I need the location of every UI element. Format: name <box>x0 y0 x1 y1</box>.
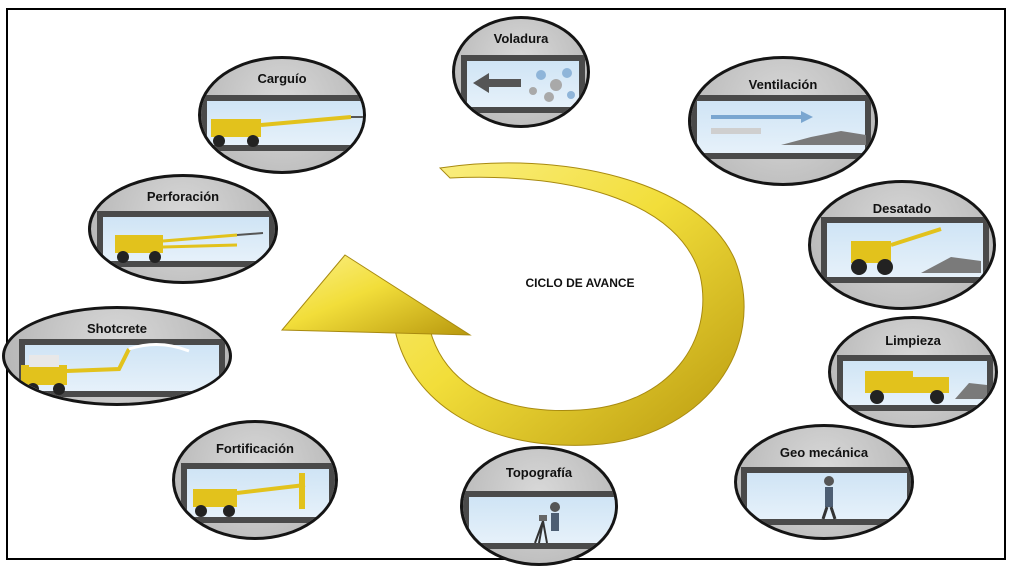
stage-label: Desatado <box>872 201 932 216</box>
ventilation-icon <box>711 111 866 145</box>
stage-label: Carguío <box>257 71 307 86</box>
stage-label: Ventilación <box>748 77 818 92</box>
stage-ventilacion: Ventilación <box>688 56 878 186</box>
stage-perforacion: Perforación <box>88 174 278 284</box>
shotcrete-machine-icon <box>21 343 190 395</box>
stage-label: Perforación <box>146 189 220 204</box>
stage-desatado: Desatado <box>808 180 996 310</box>
stage-shotcrete: Shotcrete <box>2 306 232 406</box>
stage-label: Geo mecánica <box>779 445 869 460</box>
stage-fortificacion: Fortificación <box>172 420 338 540</box>
stage-topografia: Topografía <box>460 446 618 566</box>
bolter-icon <box>193 473 306 517</box>
charging-machine-icon <box>211 115 363 147</box>
stage-label: Fortificación <box>215 441 294 456</box>
arrow-body <box>394 162 745 446</box>
stage-limpieza: Limpieza <box>828 316 998 428</box>
stage-voladura: Voladura <box>452 16 590 128</box>
geologist-icon <box>821 476 837 520</box>
stage-carguio: Carguío <box>198 56 366 174</box>
blast-icon <box>473 68 575 102</box>
surveyor-icon <box>534 502 560 544</box>
arrow-head <box>280 254 472 336</box>
stage-label: Limpieza <box>885 333 941 348</box>
stage-label: Shotcrete <box>87 321 147 336</box>
scaling-machine-icon <box>851 227 981 275</box>
stage-label: Topografía <box>505 465 573 480</box>
drill-jumbo-icon <box>115 232 264 263</box>
stage-label: Voladura <box>493 31 549 46</box>
loader-icon <box>865 371 987 404</box>
stage-geomecanica: Geo mecánica <box>734 424 914 540</box>
cycle-center-label: CICLO DE AVANCE <box>525 276 635 290</box>
